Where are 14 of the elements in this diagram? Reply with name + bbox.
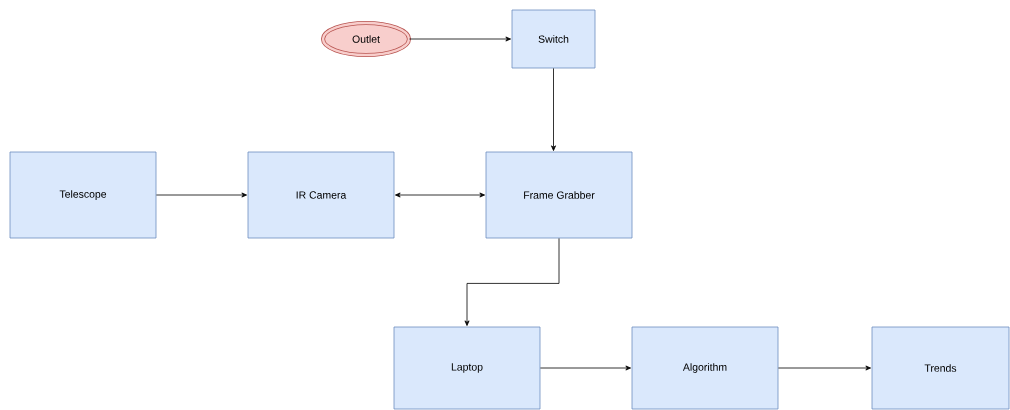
arrow	[409, 36, 511, 42]
arrow	[540, 365, 631, 371]
process-box: Telescope	[9, 151, 157, 239]
process-box: Switch	[511, 9, 596, 69]
arrow	[395, 192, 485, 198]
process-box: IR Camera	[247, 151, 395, 239]
process-box: Frame Grabber	[485, 151, 633, 239]
process-box: Algorithm	[631, 326, 779, 410]
arrow	[156, 192, 247, 198]
process-box: Trends	[871, 326, 1010, 410]
arrow	[551, 68, 556, 151]
arrow	[778, 365, 871, 371]
arrow	[464, 238, 560, 326]
process-box: Laptop	[393, 326, 541, 410]
